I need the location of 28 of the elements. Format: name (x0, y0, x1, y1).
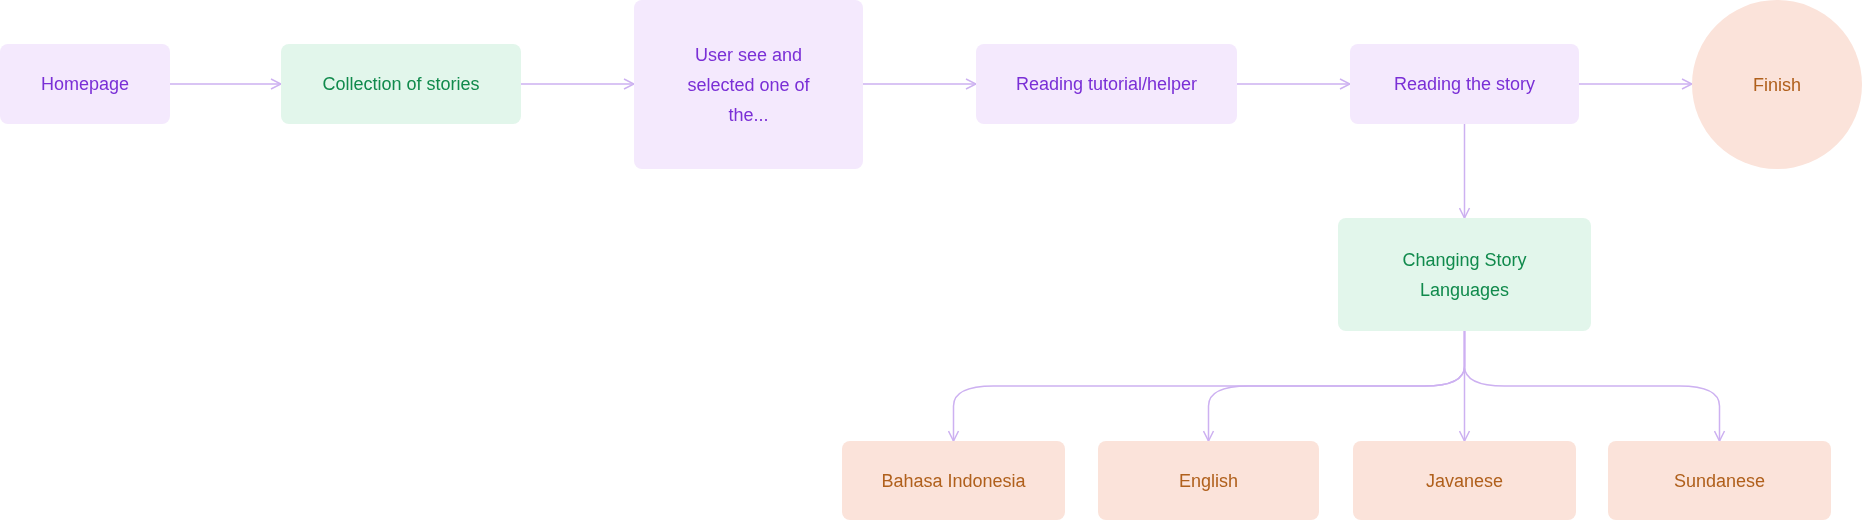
node-label: Sundanese (1673, 469, 1766, 493)
node-label: Collection of stories (322, 73, 480, 96)
node-label: Homepage (40, 73, 130, 96)
process-box (1608, 441, 1831, 520)
arrow (1236, 78, 1351, 90)
arrow (1578, 78, 1693, 90)
process-box (1350, 44, 1579, 124)
node-label: Bahasa Indonesia (881, 469, 1026, 493)
process-box (1353, 441, 1576, 520)
process-box (842, 441, 1065, 520)
node-label: Reading the story (1393, 73, 1536, 96)
arrow (1463, 330, 1726, 442)
arrow (1458, 123, 1471, 219)
node-label: Changing Story Languages (1401, 248, 1528, 302)
arrow (520, 78, 635, 90)
node-label: User see and selected one of the... (686, 43, 811, 127)
node-label: Javanese (1425, 469, 1504, 493)
process-box (976, 44, 1237, 124)
process-box (281, 44, 521, 124)
node-label: English (1178, 469, 1238, 493)
process-box (1338, 218, 1591, 331)
process-box (634, 0, 863, 169)
process-box (0, 44, 170, 124)
node-label: Finish (1753, 73, 1801, 97)
arrow (862, 78, 977, 90)
arrow (169, 78, 282, 90)
process-box (1098, 441, 1319, 520)
node-label: Reading tutorial/helper (1015, 73, 1198, 96)
